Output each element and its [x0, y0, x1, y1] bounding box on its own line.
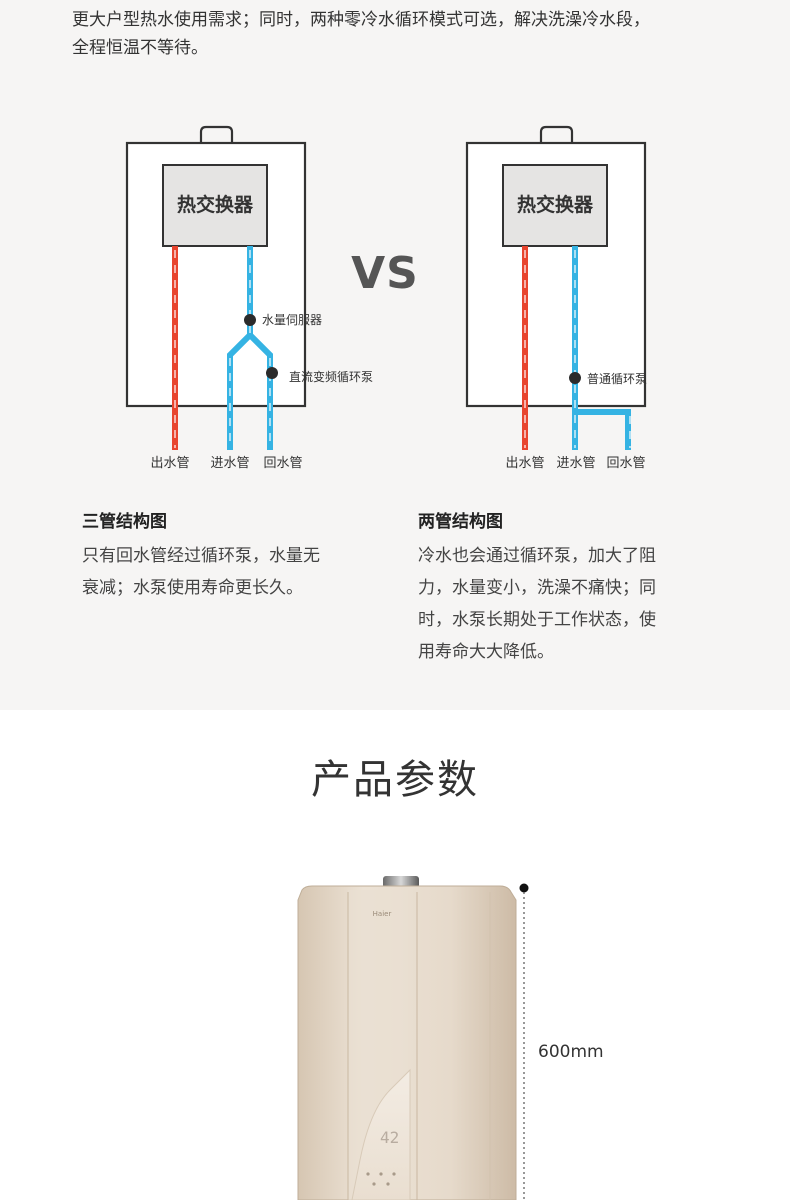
caption-title: 两管结构图 — [418, 512, 503, 532]
caption-line: 时，水泵长期处于工作状态，使 — [418, 610, 656, 630]
product-illustration: Haier 42 — [297, 876, 529, 1200]
outlet-pipe-label: 出水管 — [505, 456, 544, 471]
heat-exchanger-box — [162, 164, 268, 247]
three-pipe-heater: 热交换器 水量伺服器 直流变频循环泵 出水管 进水管 回水管 — [125, 125, 373, 471]
brand-mark: Haier — [373, 910, 392, 918]
caption-line: 衰减；水泵使用寿命更长久。 — [82, 578, 303, 598]
cold-inlet-pipe — [227, 246, 253, 450]
pump-dot — [266, 367, 278, 379]
flue-cap — [539, 125, 574, 143]
touch-key — [379, 1172, 383, 1176]
flue-cap — [199, 125, 234, 143]
dimension-endpoint — [519, 883, 529, 893]
flue-collar — [383, 876, 419, 888]
inlet-pipe-label: 进水管 — [556, 456, 595, 471]
touch-key — [386, 1182, 390, 1186]
intro-line-2: 全程恒温不等待。 — [72, 38, 208, 58]
two-pipe-caption: 两管结构图 冷水也会通过循环泵，加大了阻 力，水量变小，洗澡不痛快；同 时，水泵… — [418, 510, 718, 668]
heat-exchanger-box — [502, 164, 608, 247]
caption-title: 三管结构图 — [82, 512, 167, 532]
three-pipe-caption: 三管结构图 只有回水管经过循环泵，水量无 衰减；水泵使用寿命更长久。 — [82, 510, 382, 604]
outlet-pipe-label: 出水管 — [150, 456, 189, 471]
section-title: 产品参数 — [311, 757, 479, 803]
servo-callout: 水量伺服器 — [262, 313, 322, 327]
height-label: 600mm — [538, 1042, 604, 1062]
pipe-diagram: 热交换器 水量伺服器 直流变频循环泵 出水管 进水管 回水管 VS 热交换器 普… — [125, 125, 647, 471]
return-pipe-label: 回水管 — [606, 456, 645, 471]
touch-key — [392, 1172, 396, 1176]
caption-line: 只有回水管经过循环泵，水量无 — [82, 546, 320, 566]
servo-dot — [244, 314, 256, 326]
touch-key — [366, 1172, 370, 1176]
caption-line: 用寿命大大降低。 — [418, 642, 554, 662]
caption-line: 力，水量变小，洗澡不痛快；同 — [418, 578, 656, 598]
caption-body: 只有回水管经过循环泵，水量无 衰减；水泵使用寿命更长久。 — [82, 540, 382, 604]
intro-line-1: 更大户型热水使用需求；同时，两种零冷水循环模式可选，解决洗澡冷水段， — [72, 10, 650, 30]
cold-pipe-dash — [574, 250, 631, 448]
intro-text: 更大户型热水使用需求；同时，两种零冷水循环模式可选，解决洗澡冷水段， 全程恒温不… — [72, 6, 732, 62]
caption-body: 冷水也会通过循环泵，加大了阻 力，水量变小，洗澡不痛快；同 时，水泵长期处于工作… — [418, 540, 718, 668]
pump-dot — [569, 372, 581, 384]
display-panel — [351, 1068, 411, 1200]
touch-key — [372, 1182, 376, 1186]
return-pipe — [575, 409, 631, 450]
inlet-pipe-label: 进水管 — [210, 456, 249, 471]
heat-exchanger-label: 热交换器 — [517, 193, 594, 216]
pump-callout: 普通循环泵 — [587, 372, 647, 386]
caption-line: 冷水也会通过循环泵，加大了阻 — [418, 546, 656, 566]
two-pipe-heater: 热交换器 普通循环泵 出水管 进水管 回水管 — [465, 125, 647, 471]
vs-label: VS — [351, 248, 419, 299]
temperature-display: 42 — [380, 1128, 399, 1147]
water-heater-product: Haier 42 — [297, 876, 517, 1200]
heat-exchanger-label: 热交换器 — [177, 193, 254, 216]
return-pipe-label: 回水管 — [263, 456, 302, 471]
height-dimension — [519, 883, 529, 1200]
heater-body — [125, 141, 307, 408]
pump-callout: 直流变频循环泵 — [289, 369, 373, 384]
